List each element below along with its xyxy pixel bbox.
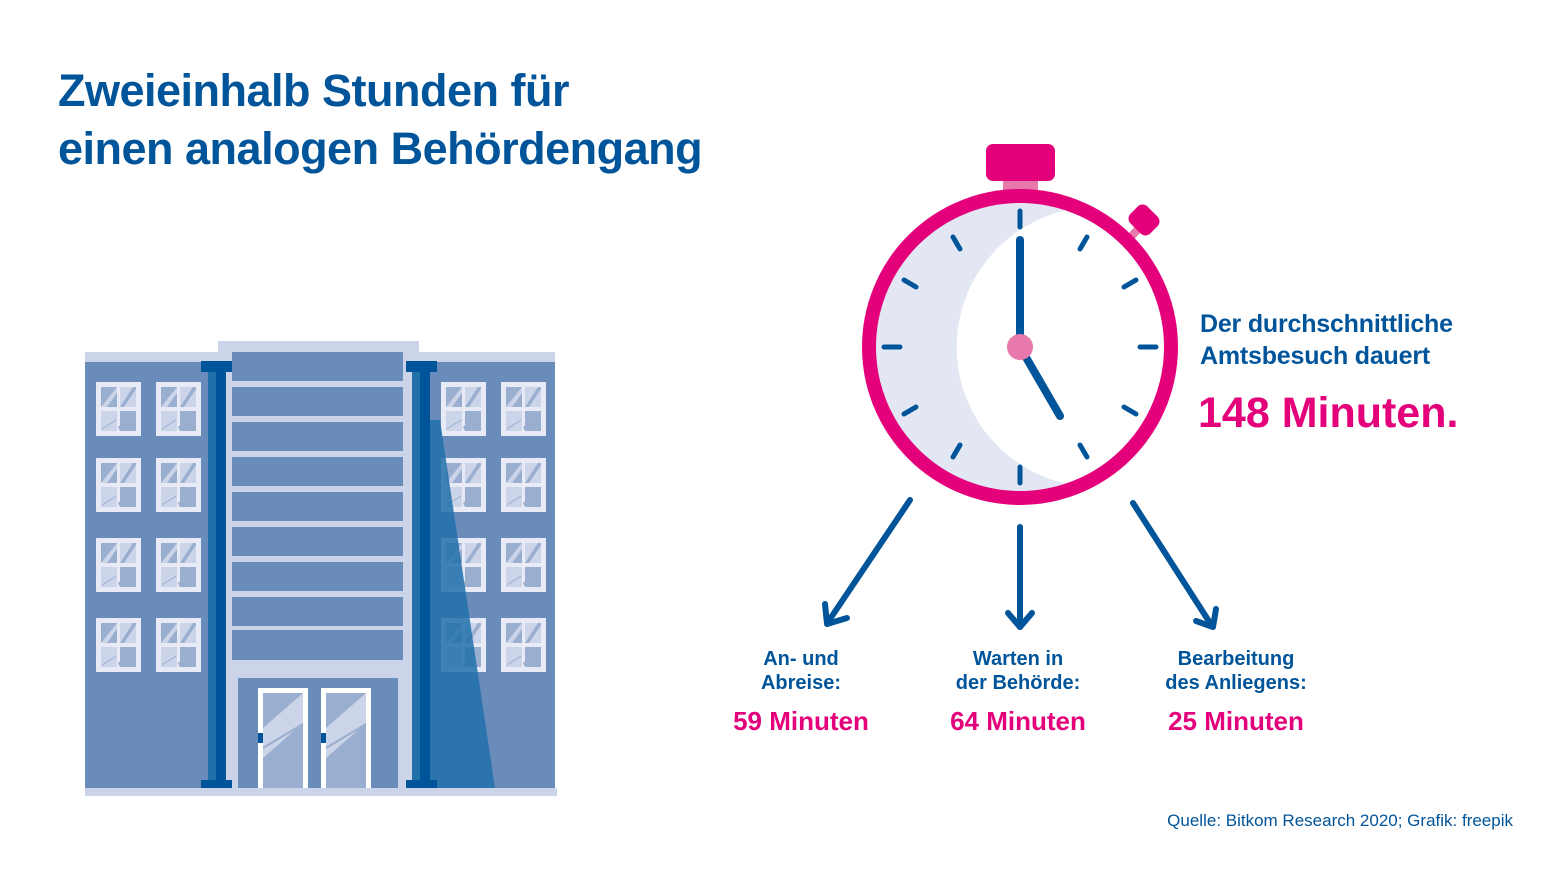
stat-label-line-1: Bearbeitung bbox=[1177, 648, 1295, 670]
summary-total: 148 Minuten. bbox=[1198, 389, 1459, 437]
stat-label-line-1: Warten in bbox=[972, 648, 1064, 670]
stat-label-line-1: An- und bbox=[763, 648, 839, 670]
summary-intro: Der durchschnittliche Amtsbesuch dauert bbox=[1200, 308, 1453, 372]
title-line-1: Zweieinhalb Stunden für bbox=[58, 65, 570, 116]
stat-value: 59 Minuten bbox=[733, 706, 869, 736]
stat-travel: An- und Abreise: 59 Minuten bbox=[681, 647, 921, 737]
summary-line-1: Der durchschnittliche bbox=[1200, 310, 1453, 338]
stat-label: Bearbeitung des Anliegens: bbox=[1116, 647, 1356, 695]
stat-value: 64 Minuten bbox=[950, 706, 1086, 736]
arrow-down-icon bbox=[1005, 524, 1035, 630]
stat-label: An- und Abreise: bbox=[681, 647, 921, 695]
page-title: Zweieinhalb Stunden für einen analogen B… bbox=[58, 62, 703, 178]
title-line-2: einen analogen Behördengang bbox=[58, 123, 703, 174]
stat-processing: Bearbeitung des Anliegens: 25 Minuten bbox=[1116, 647, 1356, 737]
stat-label: Warten in der Behörde: bbox=[898, 647, 1138, 695]
arrow-down-left-icon bbox=[822, 497, 913, 627]
stat-label-line-2: Abreise: bbox=[760, 672, 842, 694]
source-credit: Quelle: Bitkom Research 2020; Grafik: fr… bbox=[1167, 811, 1513, 830]
summary-line-2: Amtsbesuch dauert bbox=[1200, 342, 1430, 370]
stat-label-line-2: des Anliegens: bbox=[1165, 672, 1307, 694]
stat-waiting: Warten in der Behörde: 64 Minuten bbox=[898, 647, 1138, 737]
stat-value: 25 Minuten bbox=[1168, 706, 1304, 736]
stat-label-line-2: der Behörde: bbox=[955, 672, 1081, 694]
stopwatch-icon bbox=[862, 144, 1178, 505]
office-building-icon bbox=[85, 341, 557, 796]
arrow-down-right-icon bbox=[1130, 500, 1219, 630]
